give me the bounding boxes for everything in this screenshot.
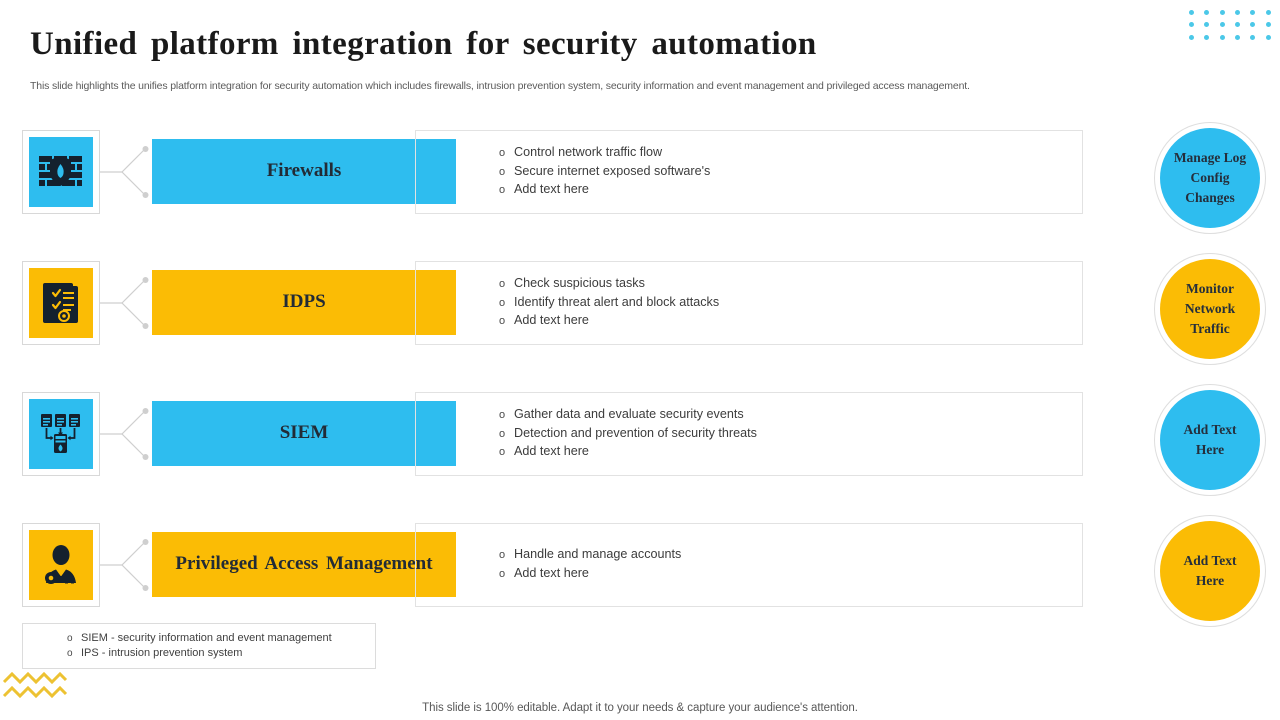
- bullet-item: o Handle and manage accounts: [499, 546, 1082, 565]
- decorative-zigzag: [2, 672, 68, 699]
- process-row: Privileged Access Management o Handle and…: [0, 523, 1280, 607]
- bullet-text: Add text here: [514, 566, 589, 580]
- bullet-text: Control network traffic flow: [514, 145, 663, 160]
- siem-server-data-icon: [29, 399, 93, 469]
- bullet-marker: o: [499, 549, 506, 562]
- bullet-item: o Secure internet exposed software's: [499, 163, 1082, 182]
- category-label-text: Privileged Access Management: [175, 553, 433, 575]
- outcome-circle-monitor-network-traffic[interactable]: Monitor Network Traffic: [1160, 259, 1260, 359]
- bullet-text: Handle and manage accounts: [514, 547, 682, 562]
- outcome-circle-column: Manage Log Config Changes Monitor Networ…: [1154, 122, 1266, 646]
- category-label-siem[interactable]: SIEM: [152, 401, 456, 466]
- bullet-marker: o: [499, 184, 506, 197]
- legend-item: o SIEM - security information and event m…: [67, 631, 375, 647]
- bullet-item: o Check suspicious tasks: [499, 275, 1082, 294]
- bullet-marker: o: [499, 165, 506, 178]
- bullet-marker: o: [499, 147, 506, 160]
- connector-line: [100, 539, 149, 591]
- outcome-circle-wrapper: Monitor Network Traffic: [1154, 253, 1266, 365]
- bullet-item: o Detection and prevention of security th…: [499, 425, 1082, 444]
- outcome-circle-text: Add Text Here: [1183, 421, 1237, 457]
- outcome-circle-wrapper: Add Text Here: [1154, 515, 1266, 627]
- bullet-item: o Identify threat alert and block attacks: [499, 294, 1082, 313]
- legend-item: o IPS - intrusion prevention system: [67, 646, 375, 662]
- bullet-item: o Add text here: [499, 181, 1082, 200]
- bullet-marker: o: [67, 648, 73, 659]
- bullet-item: o Control network traffic flow: [499, 144, 1082, 163]
- outcome-circle-add-text-here-2[interactable]: Add Text Here: [1160, 521, 1260, 621]
- category-label-firewalls[interactable]: Firewalls: [152, 139, 456, 204]
- bullet-item: o Add text here: [499, 565, 1082, 584]
- bullet-text: Add text here: [514, 313, 589, 328]
- privileged-user-key-icon: [29, 530, 93, 600]
- bullet-marker: o: [499, 409, 506, 422]
- bullet-item: o Add text here: [499, 443, 1082, 462]
- abbreviation-legend-box: o SIEM - security information and event m…: [22, 623, 376, 669]
- outcome-circle-manage-log-config-changes[interactable]: Manage Log Config Changes: [1160, 128, 1260, 228]
- icon-frame: [22, 523, 100, 607]
- connector-line: [100, 408, 149, 460]
- outcome-circle-add-text-here-1[interactable]: Add Text Here: [1160, 390, 1260, 490]
- firewall-icon: [29, 137, 93, 207]
- bullet-marker: o: [499, 427, 506, 440]
- bullet-marker: o: [499, 315, 506, 328]
- icon-frame: [22, 392, 100, 476]
- bullet-text: Secure internet exposed software's: [514, 163, 711, 178]
- bullet-panel: o Gather data and evaluate security event…: [415, 392, 1083, 476]
- process-row: SIEM o Gather data and evaluate security …: [0, 392, 1280, 476]
- bullet-marker: o: [499, 446, 506, 459]
- category-label-text: SIEM: [279, 422, 329, 444]
- page-subtitle: This slide highlights the unifies platfo…: [30, 80, 970, 92]
- bullet-marker: o: [499, 278, 506, 291]
- bullet-text: Identify threat alert and block attacks: [514, 294, 720, 309]
- category-label-privileged-access-management[interactable]: Privileged Access Management: [152, 532, 456, 597]
- bullet-text: Gather data and evaluate security events: [514, 407, 744, 422]
- legend-text: IPS - intrusion prevention system: [81, 647, 243, 659]
- footer-note: This slide is 100% editable. Adapt it to…: [422, 702, 858, 714]
- bullet-item: o Gather data and evaluate security event…: [499, 406, 1082, 425]
- bullet-text: Check suspicious tasks: [514, 276, 645, 291]
- legend-text: SIEM - security information and event ma…: [81, 631, 332, 644]
- bullet-marker: o: [67, 632, 73, 644]
- connector-line: [100, 146, 149, 198]
- outcome-circle-text: Manage Log Config Changes: [1173, 149, 1247, 206]
- outcome-circle-text: Monitor Network Traffic: [1184, 280, 1236, 337]
- bullet-text: Detection and prevention of security thr…: [514, 425, 757, 440]
- category-label-text: IDPS: [282, 291, 326, 313]
- connector-line: [100, 277, 149, 329]
- bullet-marker: o: [499, 296, 506, 309]
- bullet-text: Add text here: [514, 182, 589, 197]
- category-label-text: Firewalls: [266, 160, 342, 182]
- bullet-marker: o: [499, 568, 506, 580]
- page-title: Unified platform integration for securit…: [30, 26, 817, 62]
- outcome-circle-text: Add Text Here: [1183, 552, 1237, 588]
- icon-frame: [22, 261, 100, 345]
- outcome-circle-wrapper: Manage Log Config Changes: [1154, 122, 1266, 234]
- outcome-circle-wrapper: Add Text Here: [1154, 384, 1266, 496]
- intrusion-detection-document-icon: [29, 268, 93, 338]
- icon-frame: [22, 130, 100, 214]
- decorative-dot-grid: [1184, 6, 1276, 44]
- bullet-text: Add text here: [514, 444, 589, 459]
- bullet-item: o Add text here: [499, 312, 1082, 331]
- category-label-idps[interactable]: IDPS: [152, 270, 456, 335]
